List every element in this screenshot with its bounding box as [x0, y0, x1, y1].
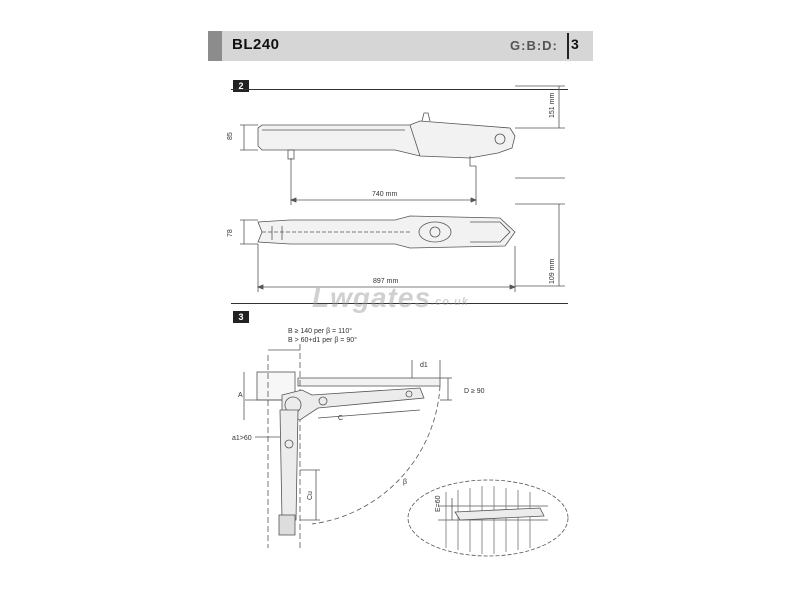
header-accent	[208, 31, 222, 61]
watermark: Lwgates.co.uk	[312, 282, 469, 314]
operator-side-view	[257, 112, 516, 167]
dim-height-top: 78	[227, 229, 234, 237]
note-line-2: B > 60+d1 per β = 90°	[288, 336, 357, 344]
label-beta: β	[403, 479, 407, 486]
page-title: BL240	[232, 36, 280, 53]
dim-height-side: 85	[227, 132, 234, 140]
section-badge-3: 3	[233, 311, 249, 323]
section-rule-3	[231, 303, 568, 304]
detail-inset	[407, 479, 569, 557]
watermark-text: Lwgates	[312, 282, 432, 313]
brand-logo: G:B:D:	[510, 38, 558, 53]
page-number: 3	[571, 36, 579, 52]
label-a1: a1>60	[232, 435, 252, 442]
label-d: D ≥ 90	[464, 388, 485, 395]
dim-right-bottom: 109 mm	[549, 259, 556, 284]
page-divider	[567, 33, 569, 59]
label-e: E=60	[435, 495, 442, 512]
dim-stroke: 740 mm	[372, 191, 397, 198]
watermark-suffix: .co.uk	[431, 296, 469, 308]
label-a: A	[238, 392, 243, 399]
operator-top-view	[257, 215, 516, 249]
label-d1: d1	[420, 362, 428, 369]
label-cu: Cu	[307, 491, 314, 500]
note-line-1: B ≥ 140 per β = 110°	[288, 327, 352, 335]
section-rule-2	[231, 89, 568, 90]
label-c: C	[338, 415, 343, 422]
header-bar	[208, 31, 593, 61]
dim-right-top: 151 mm	[549, 93, 556, 118]
dim-length: 897 mm	[373, 278, 398, 285]
installation-plan-view	[243, 344, 452, 548]
